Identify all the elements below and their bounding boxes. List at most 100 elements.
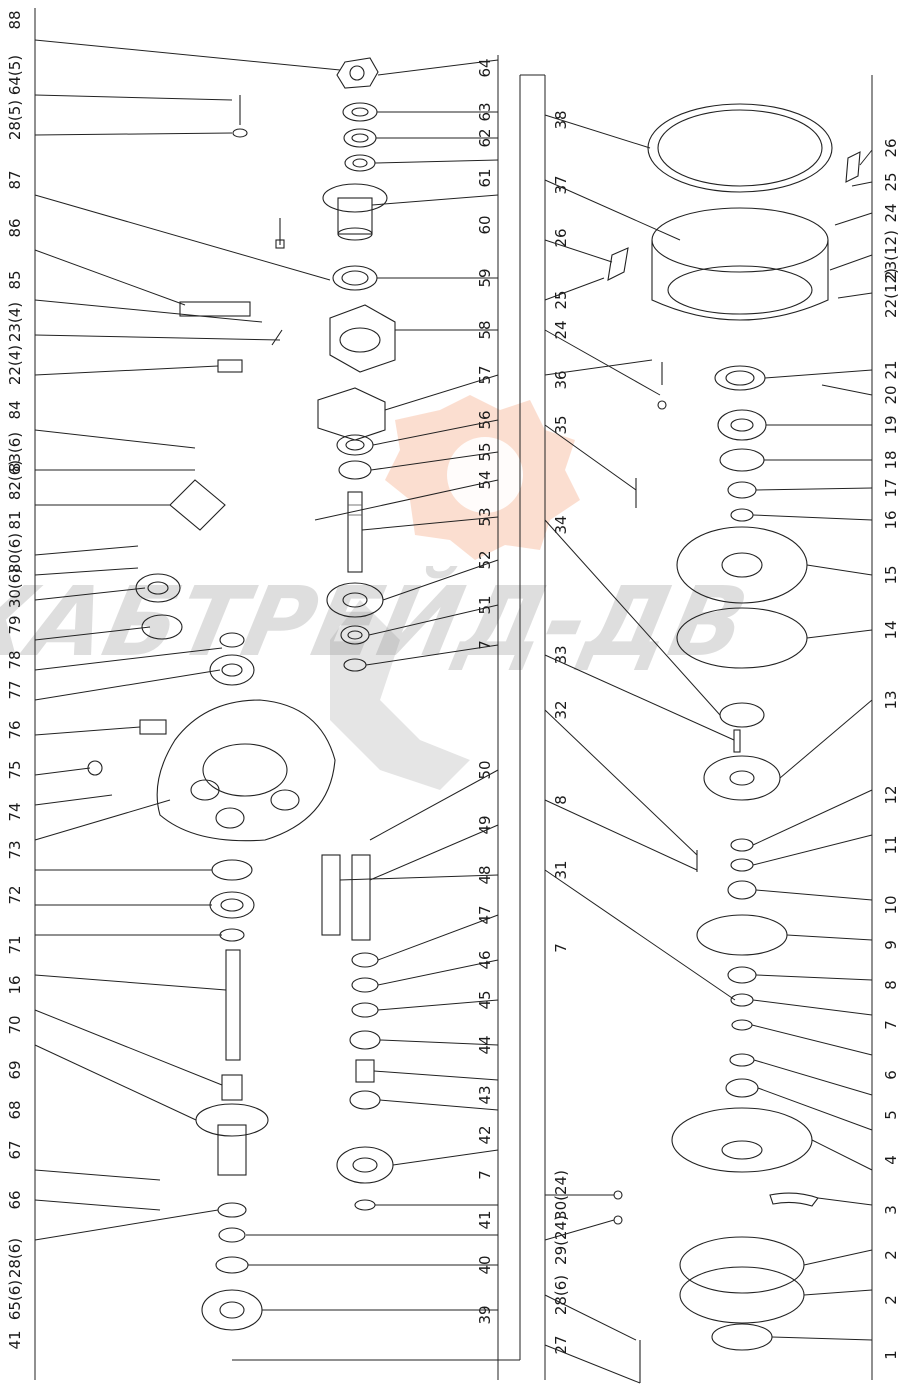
leader-line [544, 1344, 641, 1384]
callout-label: 75 [6, 760, 24, 779]
rings-part-11-12 [730, 838, 754, 872]
callout-label: 20 [882, 385, 900, 404]
leader-line [544, 329, 661, 396]
bearing-part-17 [727, 481, 757, 499]
washer-part-61 [344, 154, 376, 172]
leader-line [34, 249, 186, 306]
leader-line [384, 374, 499, 411]
gear-part-39 [201, 1289, 263, 1331]
callout-label: 11 [882, 835, 900, 854]
callout-label: 2 [882, 1250, 900, 1260]
shaft-part-68 [225, 949, 241, 1061]
leader-line [374, 159, 499, 164]
callout-label: 67 [6, 1140, 24, 1159]
leader-line [829, 254, 873, 271]
callout-label: 54 [476, 470, 494, 489]
fitting-part-74 [87, 760, 103, 776]
right-callouts: 26252423(12)22(12)2120191817161514131211… [882, 138, 900, 1359]
leader-line [314, 479, 499, 521]
leader-line [34, 647, 223, 671]
callout-label: 64 [476, 58, 494, 77]
callout-label: 41 [6, 1330, 24, 1349]
leader-line [752, 834, 873, 866]
hub-part-4 [671, 1107, 813, 1173]
leader-line [544, 654, 735, 741]
watermark-gear-icon [330, 395, 580, 790]
callout-label: 46 [476, 950, 494, 969]
frame-lines [34, 8, 873, 1380]
leader-line [34, 194, 331, 281]
leader-line [544, 239, 613, 263]
leader-line [34, 94, 233, 101]
callout-label: 35 [552, 415, 570, 434]
callout-label: 25 [552, 290, 570, 309]
leader-line [786, 934, 873, 941]
leader-line [544, 424, 637, 491]
callout-label: 15 [882, 565, 900, 584]
bushing-part-33 [719, 702, 765, 728]
leader-line [771, 1336, 873, 1341]
callout-label: 10 [882, 895, 900, 914]
leader-line [757, 1087, 873, 1131]
shaft-part-54 [347, 491, 363, 573]
leader-line [379, 1039, 499, 1046]
leader-line [34, 794, 113, 806]
leader-line [752, 789, 873, 846]
bearing-part-52 [340, 625, 370, 645]
fasteners-part-85 [179, 301, 283, 346]
leader-line [544, 799, 698, 871]
leader-line [34, 365, 219, 376]
callout-label: 1 [882, 1350, 900, 1360]
callout-label: 79 [6, 615, 24, 634]
callout-label: 87 [6, 170, 24, 189]
callout-label: 57 [476, 365, 494, 384]
fitting-part-75 [139, 719, 167, 735]
callout-label: 2 [882, 1295, 900, 1305]
bearing-part-45 [349, 1030, 381, 1050]
bearing-part-43 [349, 1090, 381, 1110]
callout-label: 24 [882, 203, 900, 222]
leader-line [373, 1070, 499, 1081]
callout-label: 29(24) [552, 1215, 570, 1265]
callout-label: 22(4) [6, 345, 24, 385]
leader-line [34, 545, 139, 556]
pin-part-32 [733, 729, 741, 753]
watermark: ХАБТРЕЙД-ДВ [0, 395, 757, 790]
leader-line [544, 519, 721, 716]
callout-label: 60 [476, 215, 494, 234]
plate-part-81 [169, 479, 226, 531]
leader-line [752, 514, 873, 521]
leader-line [392, 1149, 499, 1166]
leader-line [34, 669, 221, 701]
leader-line [753, 1059, 873, 1096]
leader-line [764, 369, 873, 379]
leader-line [371, 194, 499, 206]
callout-label: 7 [552, 943, 570, 953]
leader-line [377, 914, 499, 961]
gear-part-53 [326, 582, 384, 618]
callout-label: 36 [552, 370, 570, 389]
leader-line [544, 1294, 637, 1341]
callout-label: 30(6) [6, 568, 24, 608]
gasket-part-57 [317, 387, 386, 441]
ring-part-7-lower [354, 1199, 376, 1211]
ring-part-40 [215, 1256, 249, 1274]
leader-line [803, 1249, 873, 1266]
leader-line [811, 1139, 873, 1171]
gear-part-42 [336, 1146, 394, 1184]
bearing-cover-part-58 [329, 304, 396, 373]
callout-label: 82(6) [6, 460, 24, 500]
planet-carrier-part-15 [676, 526, 808, 604]
callout-label: 34 [552, 515, 570, 534]
leader-line [837, 292, 873, 299]
gear-part-11 [727, 880, 757, 900]
callout-label: 7 [882, 1020, 900, 1030]
leader-line [361, 516, 499, 531]
callout-label: 7 [476, 1170, 494, 1180]
bearing-part-5 [725, 1078, 759, 1098]
callout-label: 12 [882, 785, 900, 804]
leader-line [752, 999, 873, 1016]
leader-line [779, 699, 873, 779]
callout-label: 24 [552, 320, 570, 339]
center-callouts: 6463626160595857565554535251750494847464… [476, 58, 494, 1324]
